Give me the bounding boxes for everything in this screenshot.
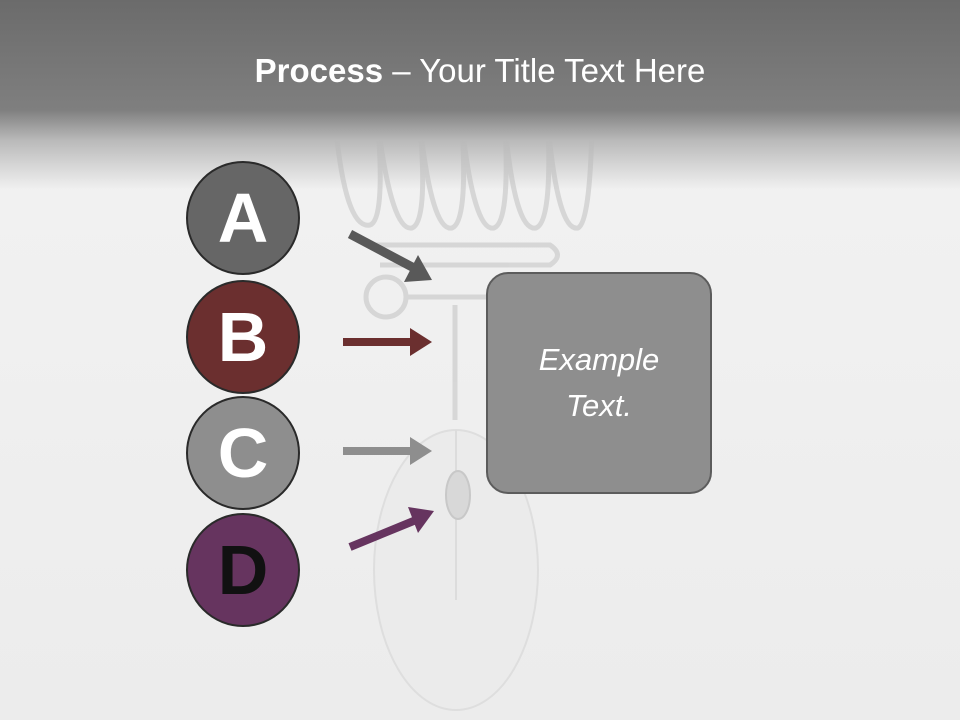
title-rest: – Your Title Text Here [383,52,706,89]
step-b-circle: B [186,280,300,394]
slide-title: Process – Your Title Text Here [0,52,960,90]
step-c-circle: C [186,396,300,510]
arrow-d-icon [348,507,434,551]
arrow-c-icon [343,437,432,465]
arrow-a-icon [347,230,432,282]
step-a-circle: A [186,161,300,275]
example-text-box: Example Text. [486,272,712,494]
arrow-b-icon [343,328,432,356]
title-bold: Process [254,52,384,89]
example-text: Example Text. [538,341,660,424]
step-d-circle: D [186,513,300,627]
title-band [0,0,960,190]
